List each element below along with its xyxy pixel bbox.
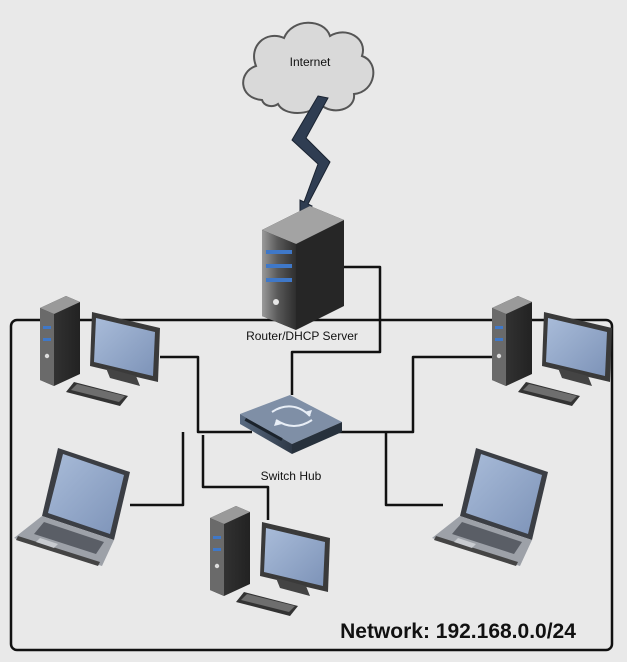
laptop-icon-right <box>432 448 548 566</box>
cable-laptop-right <box>384 432 443 507</box>
switch-hub-icon <box>240 395 342 454</box>
switch-label: Switch Hub <box>261 469 322 483</box>
cable-desktop-top-right <box>336 355 500 434</box>
cable-desktop-bottom <box>201 435 270 520</box>
server-tower-icon <box>262 206 344 330</box>
desktop-computer-icon-top-right <box>492 296 612 406</box>
cable-desktop-top-left <box>160 355 252 434</box>
cables <box>130 265 500 520</box>
internet-label: Internet <box>290 55 331 69</box>
desktop-computer-icon-top-left <box>40 296 160 406</box>
desktop-computer-icon-bottom <box>210 506 330 616</box>
cloud-icon <box>242 21 375 114</box>
cable-router-switch <box>290 265 382 395</box>
laptop-icon-left <box>14 448 130 566</box>
router-label: Router/DHCP Server <box>246 329 358 343</box>
cable-laptop-left <box>130 432 185 507</box>
network-label: Network: 192.168.0.0/24 <box>340 620 576 643</box>
